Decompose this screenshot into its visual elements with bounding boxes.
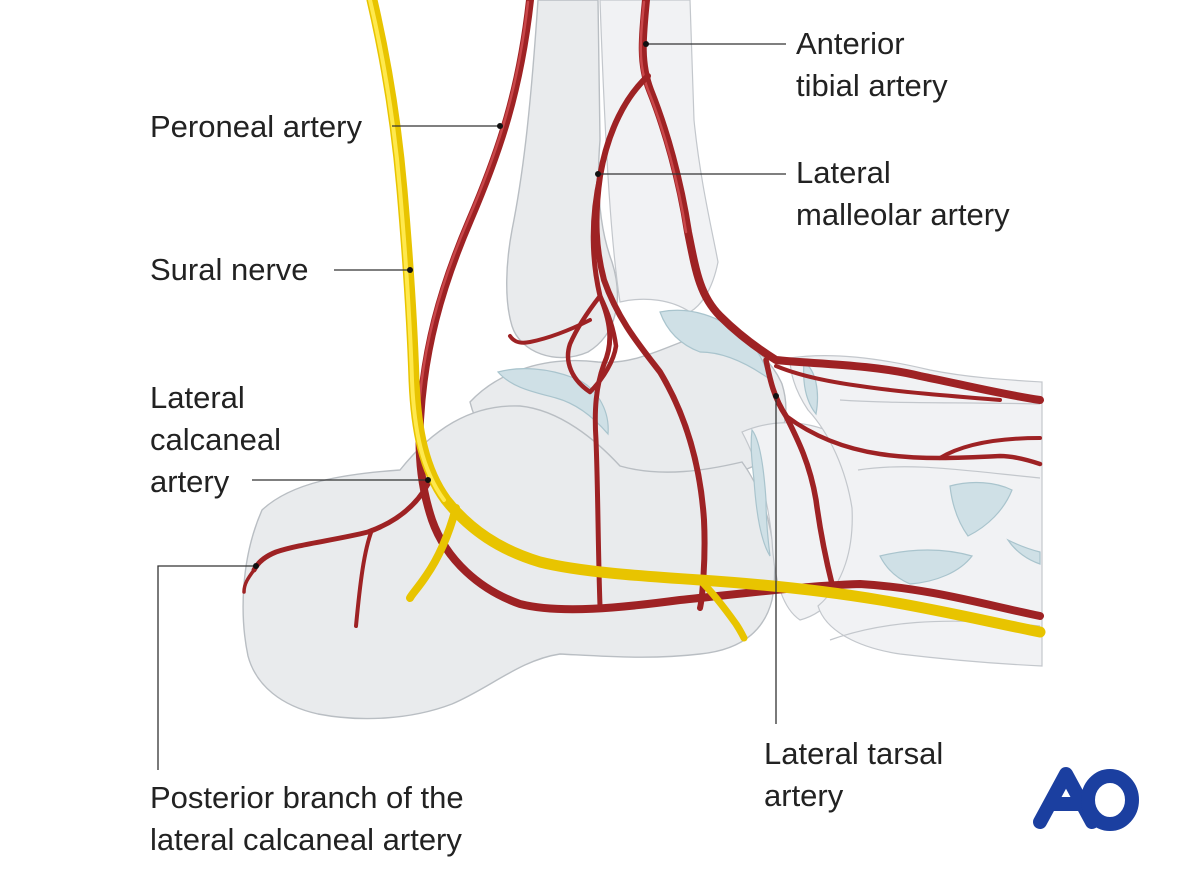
cuboid-cartilage [750,428,771,557]
sural-nerve-group [366,0,1046,642]
lateral-malleolar-branch-3 [508,318,592,345]
dot-lateral-tarsal [773,393,779,399]
label-posterior-branch-line2: lateral calcaneal artery [150,822,462,857]
metatarsal-line-1 [839,399,1041,405]
label-lateral-malleolar-line2: malleolar artery [796,197,1010,232]
peroneal-artery-highlight [416,0,530,422]
peroneal-artery [415,0,1044,620]
dot-peroneal [497,123,503,129]
lateral-tarsal-branch-2 [938,436,1042,460]
sural-nerve-highlight [368,0,446,502]
label-anterior-tibial-line1: Anterior [796,26,905,61]
label-peroneal-artery: Peroneal artery [150,109,362,144]
label-anterior-tibial-line2: tibial artery [796,68,948,103]
leader-lines [157,41,786,770]
lateral-malleolar-artery [593,73,708,611]
lateral-malleolar-branch-1 [590,173,613,609]
metatarsal-cartilage-3 [879,549,974,585]
lateral-calcaneal-branch-1 [354,528,374,628]
dot-anterior-tibial [643,41,649,47]
metatarsal-line-2 [857,466,1041,479]
logo-letter-o [1081,769,1139,831]
tibia [599,0,719,313]
label-lateral-tarsal-line2: artery [764,778,844,813]
lateral-malleolar-branch-2 [565,293,619,395]
label-lateral-calcaneal-line2: calcaneal [150,422,281,457]
ao-logo: AO [1033,767,1139,831]
lateral-calcaneal-branch-2 [242,568,256,594]
dot-posterior-branch [253,563,259,569]
label-lateral-calcaneal-line3: artery [150,464,230,499]
labels: Anterior tibial artery Peroneal artery L… [150,26,1010,857]
dot-sural [407,267,413,273]
dot-lateral-calcaneal [425,477,431,483]
label-posterior-branch-line1: Posterior branch of the [150,780,464,815]
label-lateral-tarsal-line1: Lateral tarsal [764,736,943,771]
metatarsal-cartilage-4 [1006,538,1041,565]
lateral-calcaneal-artery [251,481,431,573]
sural-nerve-branch-2 [696,576,748,642]
metatarsal-cartilage-2 [949,481,1013,537]
calcaneus [242,405,776,720]
dot-lateral-malleolar [595,171,601,177]
lateral-tarsal-branch-1 [783,413,1043,467]
label-lateral-calcaneal-line1: Lateral [150,380,245,415]
label-sural-nerve: Sural nerve [150,252,309,287]
label-lateral-malleolar-line1: Lateral [796,155,891,190]
leader-posterior-branch [157,565,256,770]
anterior-tibial-highlight [639,0,688,234]
anterior-tibial-artery [638,0,1044,404]
dorsal-branch-1 [774,364,1002,402]
sural-nerve-branch-1 [406,504,460,602]
bones [242,0,1043,720]
fibula [506,0,619,359]
arteries [242,0,1044,628]
